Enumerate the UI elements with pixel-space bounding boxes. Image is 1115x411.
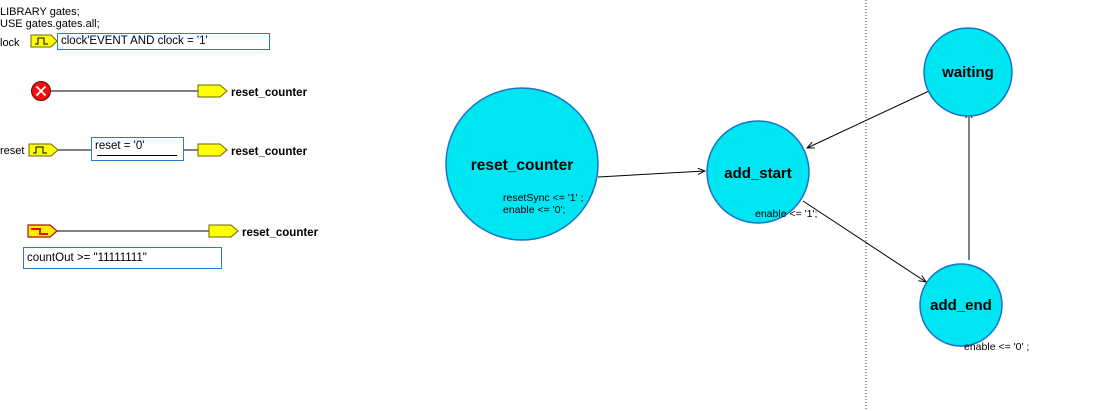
count-trigger-icon[interactable]: [27, 224, 58, 238]
state-add-start-name: add_start: [724, 165, 792, 182]
state-add-end-name: add_end: [930, 297, 992, 314]
clock-label: lock: [0, 37, 20, 49]
state-reset-counter-action-2: enable <= '0';: [503, 204, 565, 216]
state-add-start[interactable]: add_start enable <= '1';: [706, 120, 817, 224]
reset-counter-port-icon-3[interactable]: [208, 224, 239, 238]
state-add-end[interactable]: add_end enable <= '0' ;: [919, 263, 1029, 353]
countout-condition-box[interactable]: countOut >= "11111111": [23, 247, 222, 269]
state-waiting-name: waiting: [941, 64, 994, 81]
state-add-start-action-1: enable <= '1';: [755, 208, 817, 220]
state-add-end-action-1: enable <= '0' ;: [964, 341, 1029, 353]
arrow-waiting-to-add-start: [807, 90, 930, 148]
reset-counter-port-icon-2[interactable]: [197, 143, 228, 157]
state-reset-counter-action-1: resetSync <= '1' ;: [503, 192, 583, 204]
reset-signal-label: reset: [0, 145, 25, 157]
header-library-line: LIBRARY gates;: [0, 6, 80, 18]
clock-port-icon[interactable]: [30, 34, 58, 48]
reset-counter-port-label-1: reset_counter: [231, 87, 308, 99]
reset-counter-port-label-3: reset_counter: [242, 227, 319, 239]
reset-condition-box[interactable]: reset = '0': [91, 137, 184, 161]
reset-condition-underline: [97, 155, 177, 156]
state-reset-counter[interactable]: reset_counter resetSync <= '1' ; enable …: [445, 87, 599, 241]
reset-counter-port-label-2: reset_counter: [231, 146, 308, 158]
state-waiting[interactable]: waiting: [923, 27, 1013, 117]
reset-port-icon[interactable]: [28, 143, 59, 157]
stop-icon[interactable]: [31, 81, 51, 101]
reset-counter-port-icon-1[interactable]: [197, 84, 228, 98]
state-reset-counter-name: reset_counter: [471, 157, 574, 174]
header-use-line: USE gates.gates.all;: [0, 18, 100, 30]
arrow-reset-counter-to-add-start: [597, 171, 705, 178]
clock-condition-box[interactable]: clock'EVENT AND clock = '1': [57, 33, 270, 50]
arrow-add-start-to-add-end: [802, 200, 926, 282]
reset-condition-text: reset = '0': [95, 140, 145, 152]
